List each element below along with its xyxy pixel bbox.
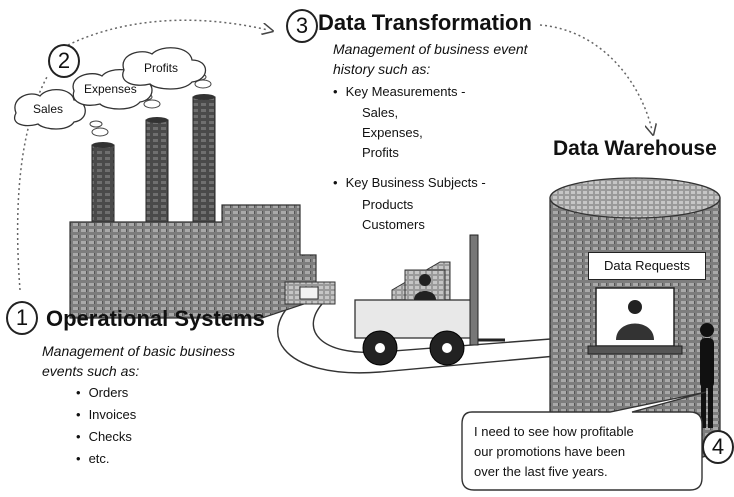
operational-desc-line1: Management of basic business [42, 343, 235, 359]
operational-desc-line2: events such as: [42, 363, 140, 379]
step-number-3: 3 [286, 9, 318, 43]
cloud-sales [14, 89, 86, 130]
speech-bubble [461, 391, 707, 491]
step-number-4: 4 [702, 430, 734, 464]
speech-line-2: our promotions have been [474, 444, 626, 459]
warehouse-title: Data Warehouse [553, 137, 717, 160]
transformation-title: Data Transformation [318, 10, 532, 35]
step-number-1: 1 [6, 301, 38, 335]
flow-arc-2-to-3 [67, 19, 268, 46]
transformation-sub-sales: Sales, [362, 105, 399, 120]
cloud-label-expenses: Expenses [84, 82, 137, 96]
request-counter [587, 345, 683, 355]
chimney-1 [91, 144, 115, 231]
speech-line-1: I need to see how profitable [474, 424, 634, 439]
forklift [354, 234, 505, 366]
flow-arc-3-to-warehouse [539, 24, 652, 130]
transformation-desc-line1: Management of business event [333, 41, 528, 57]
transformation-item-subjects: Key Business Subjects - [333, 174, 486, 192]
data-requests-sign: Data Requests [588, 252, 706, 280]
operational-item-invoices: Invoices [76, 406, 137, 424]
operational-item-checks: Checks [76, 428, 132, 446]
transformation-sub-customers: Customers [362, 217, 425, 232]
transformation-desc-line2: history such as: [333, 61, 431, 77]
transformation-sub-products: Products [362, 197, 414, 212]
operational-item-etc: etc. [76, 450, 110, 468]
factory-building [69, 204, 317, 319]
operational-title: Operational Systems [46, 306, 265, 331]
standing-person [700, 323, 714, 428]
operational-item-orders: Orders [76, 384, 129, 402]
cloud-label-profits: Profits [144, 61, 179, 75]
step-number-2: 2 [48, 44, 80, 78]
transformation-sub-profits: Profits [362, 145, 399, 160]
chimney-3 [192, 96, 216, 231]
chimney-2 [145, 119, 169, 231]
speech-line-3: over the last five years. [474, 464, 608, 479]
cloud-profits [122, 47, 207, 90]
cloud-label-sales: Sales [33, 102, 64, 116]
transformation-item-measurements: Key Measurements - [333, 83, 466, 101]
transformation-sub-expenses: Expenses, [362, 125, 423, 140]
